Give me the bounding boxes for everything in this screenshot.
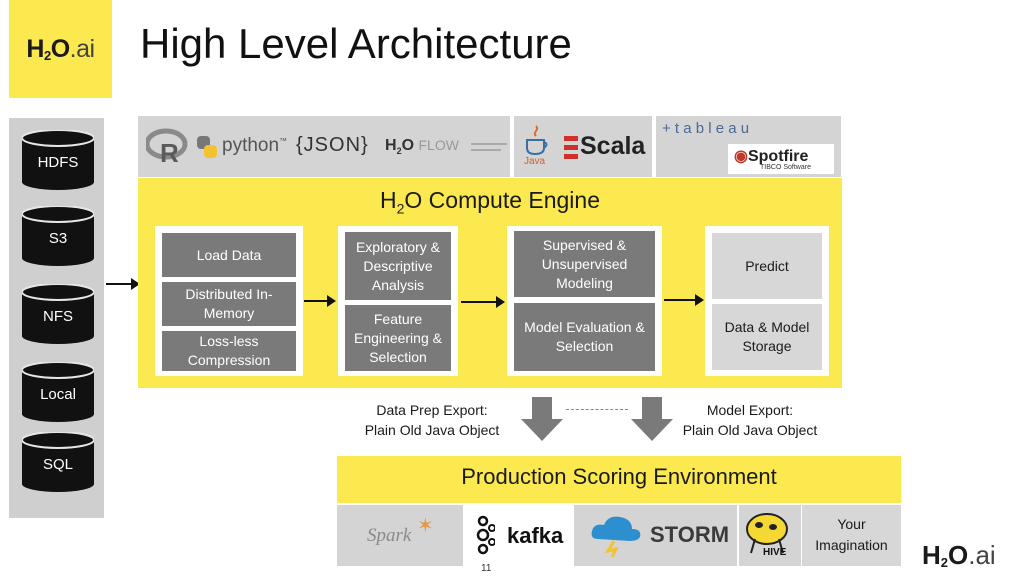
data-prep-export-label: Data Prep Export:Plain Old Java Object <box>364 402 500 438</box>
storage-local-icon: Local <box>22 362 94 422</box>
scala-label: Scala <box>580 132 646 160</box>
feature-engineering-step: Feature Engineering & Selection <box>345 305 451 371</box>
storage-label: HDFS <box>37 154 79 171</box>
java-cup-icon <box>526 125 548 156</box>
export-connector <box>566 409 628 410</box>
storage-label: Local <box>40 386 76 403</box>
storage-label: S3 <box>48 230 68 247</box>
kafka-logo: kafka <box>465 505 573 566</box>
page-number: 11 <box>481 563 492 574</box>
modeling-group: Supervised & Unsupervised Modeling Model… <box>507 226 662 376</box>
modeling-step: Supervised & Unsupervised Modeling <box>514 231 655 297</box>
model-evaluation-step: Model Evaluation & Selection <box>514 303 655 371</box>
client-languages-bar: R python™ {JSON} H2O FLOW <box>138 116 510 177</box>
storage-nfs-icon: NFS <box>22 284 94 344</box>
kafka-icon <box>476 515 495 555</box>
r-logo-icon: R <box>146 128 188 164</box>
python-logo-icon <box>197 136 217 158</box>
data-prep-export-arrow-icon <box>521 397 563 441</box>
compute-engine-title: H2O Compute Engine <box>379 187 601 217</box>
hive-bee-icon <box>746 513 788 554</box>
flow-line-icon <box>471 149 501 151</box>
production-scoring-panel <box>337 456 901 503</box>
svg-text:R: R <box>160 138 179 164</box>
storage-to-engine-arrow <box>106 278 140 290</box>
h2o-footer-logo: H2O.ai <box>922 540 996 570</box>
production-scoring-title: Production Scoring Environment <box>461 464 777 489</box>
storage-sources: HDFS S3 NFS Local SQL <box>9 118 104 518</box>
storage-sql-icon: SQL <box>22 432 94 492</box>
storage-label: SQL <box>42 456 73 473</box>
ingest-to-analysis-arrow <box>304 295 336 307</box>
predict-step: Predict <box>712 233 822 299</box>
flow-line-icon <box>471 143 507 145</box>
spark-star-icon: ✶ <box>417 515 434 537</box>
storage-hdfs-icon: HDFS <box>22 130 94 190</box>
scala-logo-icon <box>564 136 578 159</box>
distributed-memory-step: Distributed In-Memory <box>162 282 296 326</box>
exploratory-analysis-step: Exploratory & Descriptive Analysis <box>345 232 451 300</box>
tableau-logo: + t a b l e a u <box>662 120 750 137</box>
python-label: python <box>222 135 280 156</box>
analysis-group: Exploratory & Descriptive Analysis Featu… <box>338 226 458 376</box>
lossless-compression-step: Loss-less Compression <box>162 331 296 371</box>
prediction-group: Predict Data & Model Storage <box>705 226 829 376</box>
modeling-to-predict-arrow <box>664 294 704 306</box>
java-label: Java <box>524 156 546 167</box>
bi-tools-bar: + t a b l e a u ◉Spotfire TIBCO Software <box>656 116 841 177</box>
spotfire-logo: ◉Spotfire TIBCO Software <box>728 144 834 174</box>
h2o-flow-logo: H2O FLOW <box>385 137 459 157</box>
page-title: High Level Architecture <box>140 20 572 67</box>
storage-s3-icon: S3 <box>22 206 94 266</box>
spark-logo: Spark ✶ <box>337 505 463 566</box>
storage-label: NFS <box>43 308 73 325</box>
jvm-languages-bar: Java Scala <box>514 116 652 177</box>
analysis-to-modeling-arrow <box>461 296 505 308</box>
data-model-storage-step: Data & Model Storage <box>712 304 822 370</box>
data-ingest-group: Load Data Distributed In-Memory Loss-les… <box>155 226 303 376</box>
your-imagination-box: Your Imagination <box>802 505 901 566</box>
storm-logo: STORM <box>574 505 737 566</box>
json-label: {JSON} <box>296 134 369 156</box>
hive-logo: HIVE <box>739 505 801 566</box>
model-export-label: Model Export:Plain Old Java Object <box>682 402 818 438</box>
python-tm: ™ <box>279 136 288 146</box>
storm-cloud-icon <box>591 516 641 557</box>
model-export-arrow-icon <box>631 397 673 441</box>
load-data-step: Load Data <box>162 233 296 277</box>
h2o-logo: H2O.ai <box>9 0 112 98</box>
